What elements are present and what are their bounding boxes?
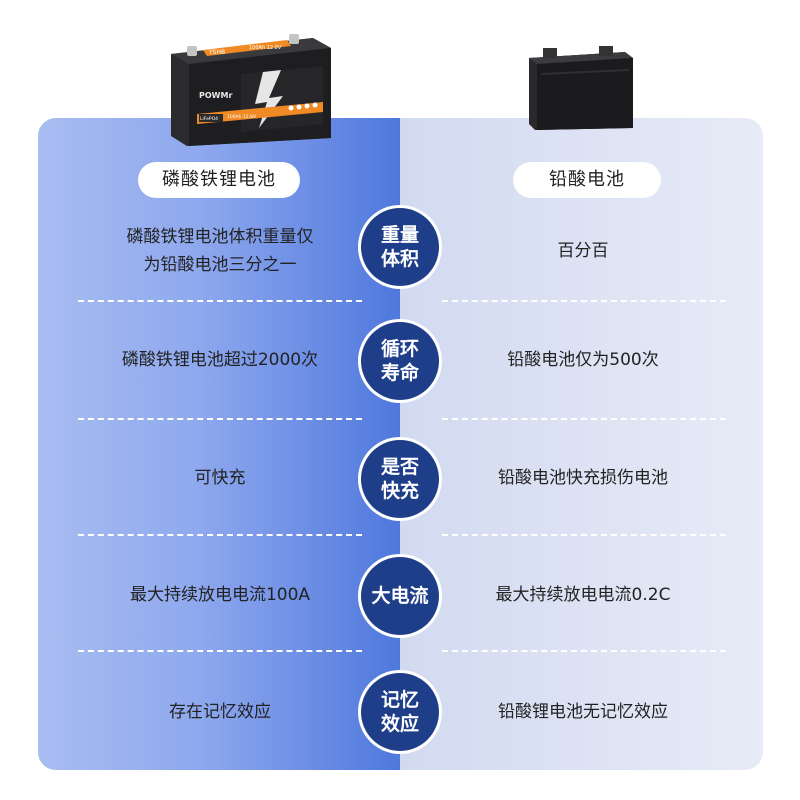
divider [442,300,726,302]
badge-fast-charge: 是否 快充 [361,440,439,518]
divider [78,534,362,536]
lfp-battery-icon: YSHB 100Ah 12.8V POWMr LiFePO4 100Ah 12.… [171,34,331,146]
lfp-title: 磷酸铁锂电池 [138,162,300,198]
divider [78,650,362,652]
lead-row-cycle: 铅酸电池仅为500次 [507,350,659,370]
lfp-brand: POWMr [199,91,232,100]
divider [78,418,362,420]
lfp-top-label: YSHB [208,49,225,56]
badge-memory-effect: 记忆 效应 [361,673,439,751]
badge-cycle-life: 循环 寿命 [361,322,439,400]
divider [442,650,726,652]
divider [442,418,726,420]
badge-weight-volume: 重量 体积 [361,208,439,286]
divider [78,300,362,302]
divider [442,534,726,536]
lfp-spec-tag: 100Ah 12.8V [227,114,257,120]
lfp-row-current: 最大持续放电电流100A [129,585,311,605]
lfp-row-memory: 存在记忆效应 [169,702,271,722]
lead-row-current: 最大持续放电电流0.2C [495,585,671,605]
badge-high-current: 大电流 [361,557,439,635]
lead-row-weight: 百分百 [557,241,609,261]
lead-row-memory: 铅酸锂电池无记忆效应 [498,702,668,722]
lead-acid-battery-icon [529,46,633,130]
lfp-top-spec: 100Ah 12.8V [249,45,282,51]
lfp-panel [38,118,400,770]
lead-acid-title: 铅酸电池 [513,162,661,198]
lfp-chem-tag: LiFePO4 [200,116,218,122]
lfp-row-weight: 磷酸铁锂电池体积重量仅 为铅酸电池三分之一 [126,227,314,275]
lead-row-fastcharge: 铅酸电池快充损伤电池 [498,468,668,488]
lightning-icon [255,70,283,128]
lead-acid-panel [400,118,763,770]
lfp-row-fastcharge: 可快充 [194,468,246,488]
lfp-row-cycle: 磷酸铁锂电池超过2000次 [121,350,319,370]
